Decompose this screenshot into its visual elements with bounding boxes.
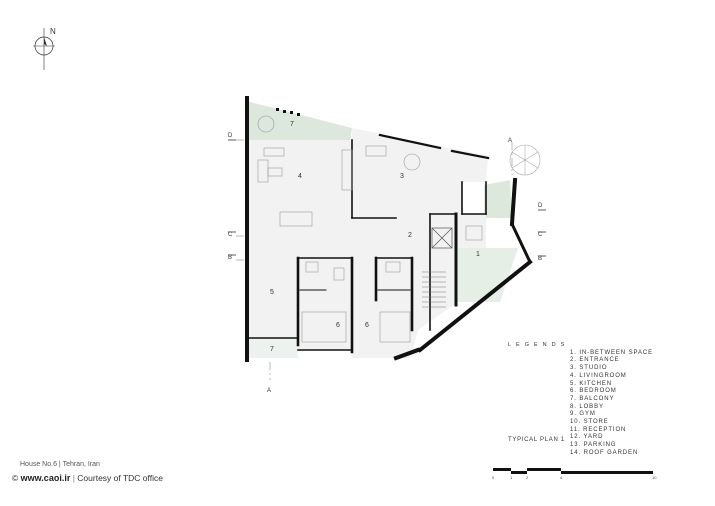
legend-item: 7. BALCONY bbox=[570, 395, 615, 402]
section-ticks bbox=[228, 139, 546, 257]
section-mark-d-right: D bbox=[538, 203, 543, 209]
credit-line: © www.caoi.ir | Courtesy of TDC office bbox=[12, 473, 163, 483]
room-label-1: 1 bbox=[476, 251, 480, 258]
furniture bbox=[257, 115, 483, 343]
room-label-7-bottom: 7 bbox=[270, 346, 274, 353]
north-compass-icon: N bbox=[33, 27, 56, 70]
legend-item: 10. STORE bbox=[570, 419, 609, 426]
room-label-2: 2 bbox=[408, 232, 412, 239]
legend-item: 6. BEDROOM bbox=[570, 388, 617, 395]
legend-item: 3. STUDIO bbox=[570, 365, 608, 372]
walls bbox=[245, 96, 533, 362]
project-name: House No.6 bbox=[20, 461, 57, 468]
section-mark-b-right: B bbox=[538, 256, 542, 262]
legend-item: 14. ROOF GARDEN bbox=[570, 449, 639, 456]
legend-item: 4. LIVINGROOM bbox=[570, 372, 627, 379]
legend-item: 1. IN-BETWEEN SPACE bbox=[570, 349, 654, 356]
balcony-railing-marks bbox=[276, 108, 300, 116]
legend-list: 1. IN-BETWEEN SPACE 2. ENTRANCE 3. STUDI… bbox=[508, 350, 688, 458]
room-labels: 7 4 3 2 1 5 6 6 7 bbox=[270, 121, 480, 353]
section-mark-a-bottom: A bbox=[267, 388, 271, 394]
compass-north-label: N bbox=[50, 27, 56, 36]
legend-item: 9. GYM bbox=[570, 411, 596, 418]
room-label-6-right: 6 bbox=[365, 322, 369, 329]
room-label-7-top: 7 bbox=[290, 121, 294, 128]
room-label-5: 5 bbox=[270, 289, 274, 296]
scale-tick-label: 1 bbox=[510, 475, 513, 480]
scale-tick-label: 10 bbox=[652, 475, 657, 480]
legend-title: LEGENDS bbox=[508, 342, 570, 348]
scale-tick-label: 4 bbox=[560, 475, 563, 480]
landscape-areas bbox=[246, 101, 518, 358]
legend-item: 12. YARD bbox=[570, 434, 604, 441]
legend-item: 13. PARKING bbox=[570, 442, 617, 449]
scale-tick-label: 2 bbox=[526, 475, 529, 480]
legend-item: 8. LOBBY bbox=[570, 403, 604, 410]
stairs bbox=[422, 271, 446, 308]
room-label-3: 3 bbox=[400, 173, 404, 180]
copyright-icon: © bbox=[12, 473, 19, 483]
elevator-icon bbox=[431, 227, 453, 249]
site-link[interactable]: www.caoi.ir bbox=[20, 473, 71, 483]
section-mark-labels: D D C C B B A A bbox=[228, 133, 543, 394]
section-mark-c-right: C bbox=[538, 232, 543, 238]
room-label-4: 4 bbox=[298, 173, 302, 180]
caption-separator: | bbox=[58, 461, 63, 468]
section-mark-d-left: D bbox=[228, 133, 233, 139]
project-caption: House No.6 | Tehran, Iran bbox=[20, 461, 100, 468]
plan-title: TYPICAL PLAN 1 bbox=[508, 437, 565, 443]
section-mark-c-left: C bbox=[228, 232, 233, 238]
legend-item: 11. RECEPTION bbox=[570, 426, 627, 433]
scale-bar-ticks: 0 1 2 4 10 bbox=[490, 475, 660, 483]
credit-text: Courtesy of TDC office bbox=[77, 473, 163, 483]
section-mark-a-top: A bbox=[508, 138, 512, 144]
room-label-6-left: 6 bbox=[336, 322, 340, 329]
credit-separator: | bbox=[72, 473, 78, 483]
legend-item: 2. ENTRANCE bbox=[570, 357, 620, 364]
tree-icon bbox=[509, 144, 541, 176]
section-lines bbox=[236, 139, 513, 380]
section-mark-b-left: B bbox=[228, 255, 232, 261]
project-location: Tehran, Iran bbox=[62, 461, 100, 468]
scale-tick-label: 0 bbox=[492, 475, 495, 480]
interior-floor bbox=[248, 128, 488, 358]
scale-bar bbox=[493, 468, 653, 474]
legend-item: 5. KITCHEN bbox=[570, 380, 613, 387]
legend: LEGENDS 1. IN-BETWEEN SPACE 2. ENTRANCE … bbox=[508, 342, 688, 458]
